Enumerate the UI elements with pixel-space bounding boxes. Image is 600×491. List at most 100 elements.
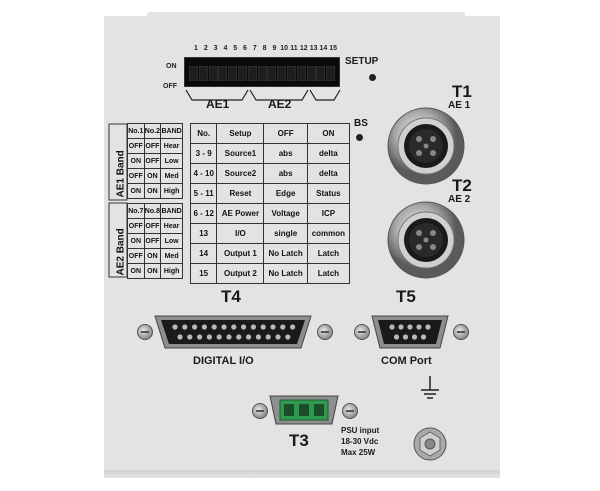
dip-switch-toggle[interactable] [228,66,238,81]
connector-pin [187,334,193,340]
dip-switch-toggle[interactable] [287,66,296,81]
dip-switch-toggle[interactable] [247,66,257,81]
setup-table-cell: No Latch [263,243,308,264]
setup-table-header-cell: Setup [216,123,265,144]
ground-icon [421,376,439,399]
setup-table-cell: Reset [216,183,265,204]
setup-label: SETUP [345,56,379,67]
dip-switch-number: 6 [243,45,247,52]
panel-bottom-shadow [104,470,500,478]
dip-switch-number: 9 [272,45,277,52]
setup-table-cell: delta [306,143,351,164]
setup-table-cell: Voltage [263,203,308,224]
setup-table-cell: 13 [189,223,218,244]
setup-table-cell: Status [306,183,351,204]
connector-pin [250,324,256,330]
setup-table-cell: Source1 [216,143,265,164]
dip-switch-toggle[interactable] [306,66,316,81]
bs-led [356,134,363,141]
ae1-band-cell: OFF [143,153,162,169]
ae1-band-cell: ON [127,183,145,199]
band-title-frame [108,123,128,278]
dip-switch-toggle[interactable] [208,66,218,81]
connector-pin [177,334,183,340]
ae1-band-cell: ON [143,168,162,184]
ae2-band-cell: ON [143,248,162,264]
ae2-band-cell: Low [160,233,183,249]
ae2-band-cell: High [160,263,183,279]
t3-power-connector[interactable] [268,393,340,427]
dip-switch-toggle[interactable] [218,66,228,81]
t5-db9-connector[interactable] [370,312,450,352]
ae1-band-cell: High [160,183,183,199]
dip-on-label: ON [166,63,177,70]
t4-label: T4 [221,287,241,306]
dip-switch-toggle[interactable] [326,66,336,81]
ae2-band-cell: ON [127,233,145,249]
dip-switch-toggle[interactable] [238,66,247,81]
t4-db25-connector[interactable] [153,312,313,352]
setup-table-cell: No Latch [263,263,308,284]
ae2-band-cell: ON [143,263,162,279]
t1-circular-connector[interactable] [386,106,466,186]
connector-pin [389,324,395,330]
connector-pin [182,324,188,330]
connector-pin [290,324,296,330]
dip-switch-toggle[interactable] [316,66,326,81]
connector-pin [246,334,252,340]
setup-table-cell: 3 - 9 [189,143,218,164]
ae1-group-label: AE1 [206,97,230,111]
ae1-band-header-cell: No.2 [143,123,162,139]
dip-switch-number: 14 [319,45,328,52]
setup-table-cell: abs [263,143,308,164]
ae2-band-cell: OFF [143,233,162,249]
connector-pin [211,324,217,330]
setup-table-cell: abs [263,163,308,184]
psu-voltage-label: 18-30 Vdc [341,437,379,446]
setup-table-cell: 14 [189,243,218,264]
dip-switch-block[interactable] [184,57,340,87]
t4-left-screw [137,324,153,340]
dip-switch-toggle[interactable] [277,66,287,81]
dip-switch-toggle[interactable] [189,66,198,81]
psu-power-label: Max 25W [341,448,376,457]
setup-led [369,74,376,81]
dip-group-brackets [185,89,341,101]
ae1-band-header-cell: No.1 [127,123,145,139]
setup-table-cell: 5 - 11 [189,183,218,204]
connector-pin [270,324,276,330]
connector-pin [265,334,271,340]
ae1-band-cell: Low [160,153,183,169]
connector-pin [411,334,418,340]
setup-table-cell: AE Power [216,203,265,224]
dip-switch-toggle[interactable] [296,66,306,81]
setup-table-header-cell: No. [189,123,218,144]
t2-circular-connector[interactable] [386,200,466,280]
dip-switch-number: 3 [213,45,218,52]
setup-table-cell: Latch [306,263,351,284]
dip-switch-toggle[interactable] [267,66,277,81]
ae2-band-cell: ON [127,263,145,279]
connector-pin [416,324,422,330]
ae2-band-cell: Hear [160,218,183,234]
ae1-band-cell: OFF [143,138,162,154]
ae2-band-cell: OFF [143,218,162,234]
ground-stud[interactable] [411,425,449,463]
dip-switch-toggle[interactable] [198,66,208,81]
connector-pin [407,324,413,330]
dip-switch-number: 10 [280,45,289,52]
dip-switch-toggle[interactable] [257,66,267,81]
ae1-band-cell: ON [143,183,162,199]
t3-label: T3 [289,431,309,450]
